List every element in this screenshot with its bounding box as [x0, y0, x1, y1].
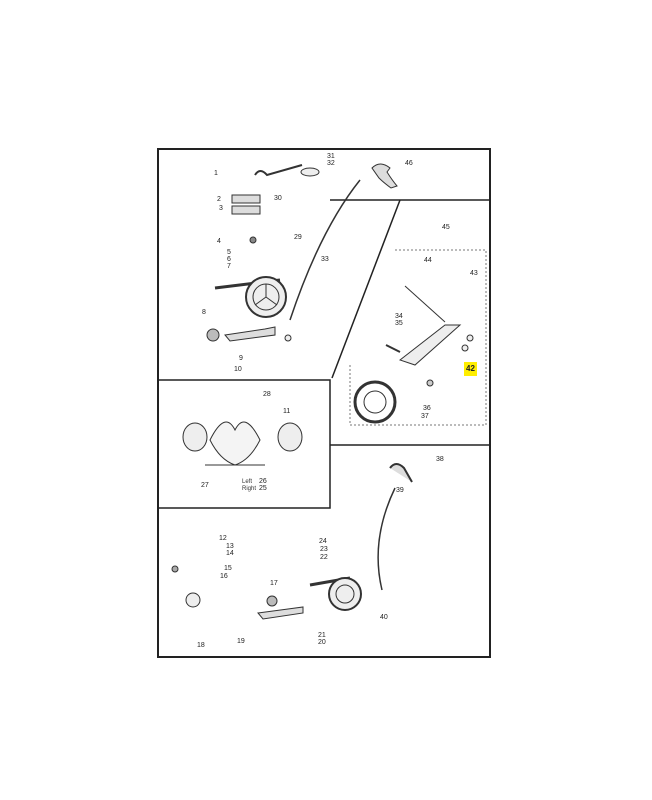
part-label-16[interactable]: 16 [220, 573, 228, 580]
part-label-22[interactable]: 22 [320, 554, 328, 561]
part-label-25[interactable]: 25 [259, 485, 267, 492]
part-label-33[interactable]: 33 [321, 256, 329, 263]
part-label-20[interactable]: 20 [318, 639, 326, 646]
part-label-24[interactable]: 24 [319, 538, 327, 545]
part-label-46[interactable]: 46 [405, 160, 413, 167]
part-label-8[interactable]: 8 [202, 309, 206, 316]
part-label-15[interactable]: 15 [224, 565, 232, 572]
part-label-17[interactable]: 17 [270, 580, 278, 587]
part-label-23[interactable]: 23 [320, 546, 328, 553]
part-label-34[interactable]: 34 [395, 313, 403, 320]
part-label-3[interactable]: 3 [219, 205, 223, 212]
part-label-19[interactable]: 19 [237, 638, 245, 645]
part-label-12[interactable]: 12 [219, 535, 227, 542]
part-label-26[interactable]: 26 [259, 478, 267, 485]
diagram-frame [157, 148, 491, 658]
part-label-30[interactable]: 30 [274, 195, 282, 202]
part-label-29[interactable]: 29 [294, 234, 302, 241]
part-label-43[interactable]: 43 [470, 270, 478, 277]
part-label-4[interactable]: 4 [217, 238, 221, 245]
part-label-35[interactable]: 35 [395, 320, 403, 327]
part-label-13[interactable]: 13 [226, 543, 234, 550]
part-label-32[interactable]: 32 [327, 160, 335, 167]
part-label-6[interactable]: 6 [227, 256, 231, 263]
part-label-18[interactable]: 18 [197, 642, 205, 649]
part-label-14[interactable]: 14 [226, 550, 234, 557]
part-label-39[interactable]: 39 [396, 487, 404, 494]
part-label-36[interactable]: 36 [423, 405, 431, 412]
part-label-45[interactable]: 45 [442, 224, 450, 231]
part-label-44[interactable]: 44 [424, 257, 432, 264]
part-label-27[interactable]: 27 [201, 482, 209, 489]
part-label-21[interactable]: 21 [318, 632, 326, 639]
part-label-10[interactable]: 10 [234, 366, 242, 373]
part-label-5[interactable]: 5 [227, 249, 231, 256]
part-label-7[interactable]: 7 [227, 263, 231, 270]
part-label-40[interactable]: 40 [380, 614, 388, 621]
part-label-11[interactable]: 11 [283, 408, 291, 415]
part-label-1[interactable]: 1 [214, 170, 218, 177]
legend-left: Left [242, 479, 253, 485]
legend-right: Right [242, 486, 257, 492]
part-label-28[interactable]: 28 [263, 391, 271, 398]
part-label-38[interactable]: 38 [436, 456, 444, 463]
part-label-37[interactable]: 37 [421, 413, 429, 420]
part-label-42-highlighted[interactable]: 42 [464, 362, 477, 376]
part-label-2[interactable]: 2 [217, 196, 221, 203]
part-label-9[interactable]: 9 [239, 355, 243, 362]
part-label-31[interactable]: 31 [327, 153, 335, 160]
